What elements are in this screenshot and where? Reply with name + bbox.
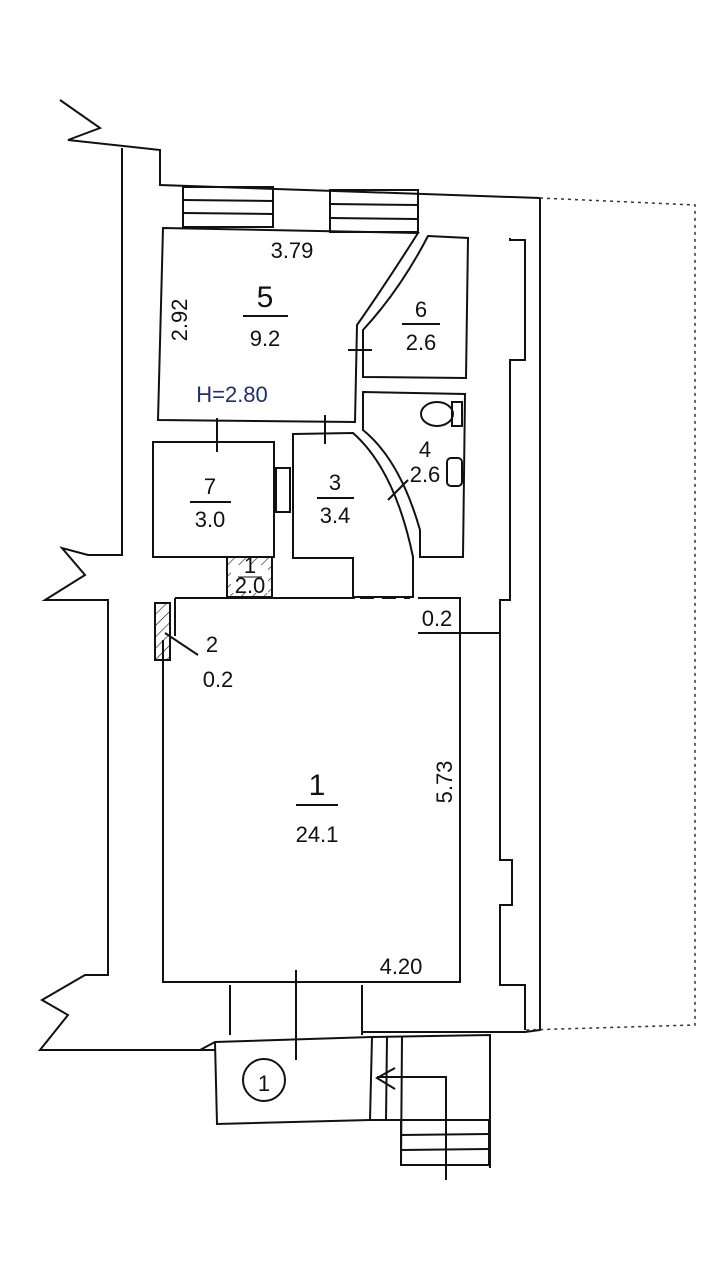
room-2-number: 2 [206,632,218,657]
room-4-area: 2.6 [410,462,441,487]
dim-wall-offset: 0.2 [422,606,453,631]
room-6 [362,234,470,380]
dim-room5-depth: 2.92 [167,299,192,342]
dim-room5-width: 3.79 [271,238,314,263]
boundary-dotted-line [524,197,696,1031]
room-1-number: 1 [309,769,326,802]
entrance-arrow-icon [375,1067,396,1090]
room-7-number: 7 [204,474,216,499]
room-1-area: 24.1 [296,822,339,847]
entrance-marker: 1 [258,1071,270,1096]
door-room7-room3 [275,467,291,513]
sink-icon [446,457,463,487]
room-1 [162,597,461,983]
room-2-area: 0.2 [203,667,234,692]
room-6-area: 2.6 [406,330,437,355]
dim-room1-width: 4.20 [380,954,423,979]
toilet-icon [420,401,463,427]
room-labels: 5 9.2 6 2.6 4 2.6 3 3.4 7 3.0 1 2.0 2 0.… [167,238,457,979]
room-5 [156,226,420,424]
room-small-1-area: 2.0 [235,573,266,598]
room-4-number: 4 [419,437,431,462]
entrance-marker-circle [242,1058,286,1102]
room-5-number: 5 [257,281,274,314]
entrance-porch [199,1033,491,1180]
room-5-area: 9.2 [250,326,281,351]
window-top-right [329,189,419,233]
dim-room1-length: 5.73 [432,761,457,804]
room-3-area: 3.4 [320,503,351,528]
room-3 [292,431,414,598]
room-7-area: 3.0 [195,507,226,532]
room-2 [154,602,171,661]
room-3-number: 3 [329,470,341,495]
room-6-number: 6 [415,297,427,322]
ceiling-height: H=2.80 [196,382,268,407]
room-7 [152,441,275,558]
room-small-1-number: 1 [244,553,256,578]
window-top-left [182,186,274,228]
